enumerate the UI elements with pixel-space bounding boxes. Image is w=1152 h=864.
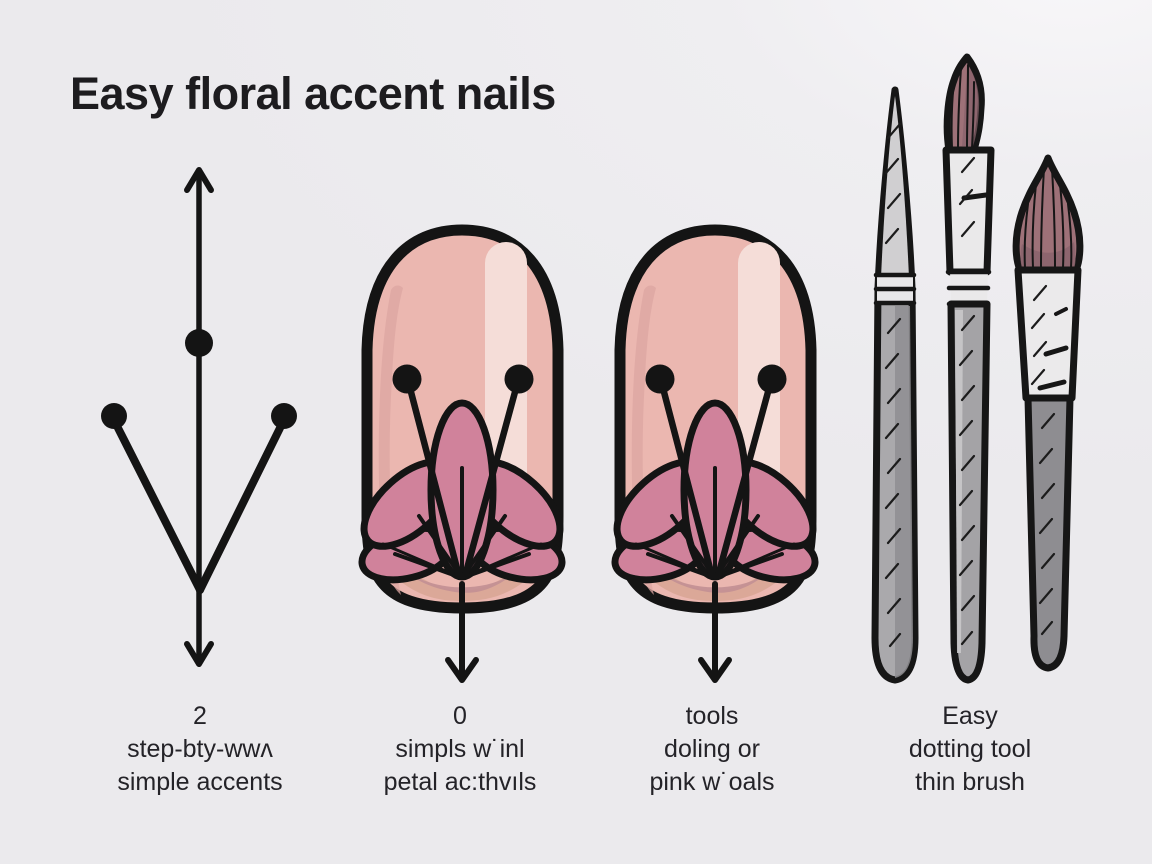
caption-line: petal ac:thvıls	[383, 768, 537, 796]
detail-brush-bristle-shade	[1020, 242, 1076, 268]
thin-brush-ferrule	[942, 146, 995, 276]
nail-step-2-figure	[598, 218, 833, 693]
caption-line: simple accents	[117, 768, 283, 796]
thin-brush-ferrule-dash	[961, 192, 989, 201]
page-title: Easy floral accent nails	[70, 68, 556, 119]
thin-brush	[942, 53, 995, 684]
caption-line: thin brush	[915, 768, 1025, 796]
step-arrows-figure	[101, 167, 297, 667]
caption-step-2: 0 simpls w˙inl petal ac:thvıls	[310, 700, 610, 799]
caption-step-1: 2 step-bty-wwʌ simple accents	[50, 700, 350, 799]
guide-dot-right	[271, 403, 297, 429]
detail-brush-bristle-lines	[1023, 167, 1073, 269]
detail-brush-ferrule-marks	[1037, 307, 1069, 391]
dotting-tool	[871, 86, 919, 684]
dotting-tool-handle-shade	[895, 306, 913, 678]
guide-dot-left	[101, 403, 127, 429]
caption-tools: Easy dotting tool thin brush	[820, 700, 1120, 799]
caption-line: dotting tool	[908, 735, 1032, 763]
detail-brush-ferrule	[1014, 266, 1082, 402]
caption-line: tools	[685, 702, 739, 730]
detail-brush-hatching	[1038, 412, 1056, 636]
tools-figure	[871, 53, 1084, 684]
detail-brush	[1012, 154, 1084, 672]
detail-brush-ferrule-hatching	[1030, 284, 1048, 386]
caption-line: simpls w˙inl	[395, 735, 525, 763]
caption-line: doling or	[664, 735, 760, 763]
stroke-guide-left	[114, 424, 204, 594]
thin-brush-bristle-lines	[950, 64, 975, 149]
detail-brush-handle	[1024, 394, 1074, 672]
arrow-down-icon	[184, 641, 214, 667]
caption-line: 2	[193, 702, 207, 730]
caption-line: Easy	[942, 702, 998, 730]
caption-line: pink w˙oals	[649, 768, 775, 796]
nail-step-1-figure	[345, 218, 580, 693]
thin-brush-handle-highlight	[955, 310, 963, 653]
arrow-up-icon	[184, 167, 214, 193]
guide-dot-center	[185, 329, 213, 357]
caption-step-3: tools doling or pink w˙oals	[562, 700, 862, 799]
thin-brush-hatching	[958, 156, 976, 646]
dotting-tool-tip-shade	[881, 96, 909, 278]
stroke-guide-right	[196, 424, 284, 594]
dotting-tool-hatching	[884, 122, 902, 648]
caption-line: 0	[453, 702, 467, 730]
caption-line: step-bty-wwʌ	[127, 735, 273, 763]
